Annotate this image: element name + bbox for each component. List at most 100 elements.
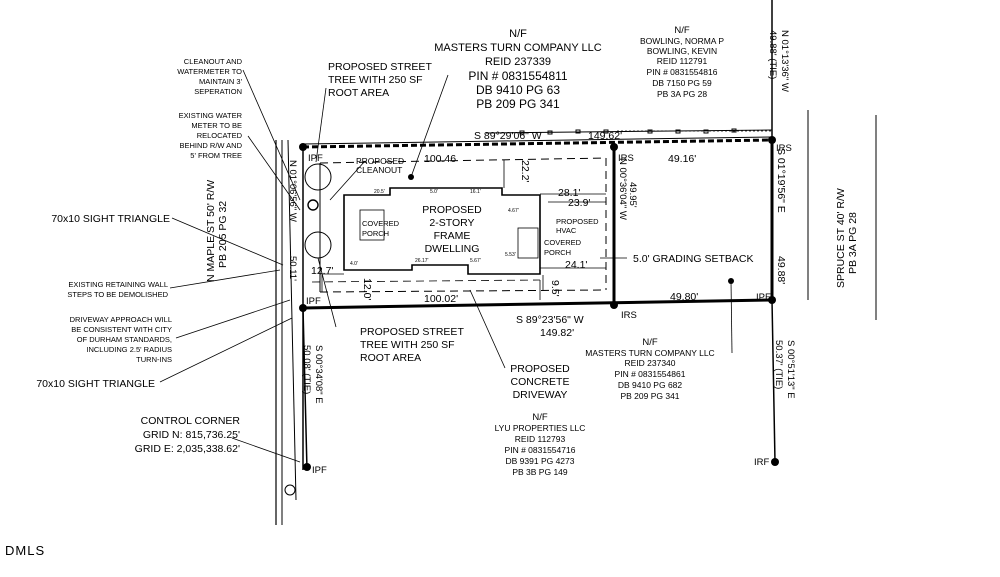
svg-text:TREE WITH 250 SF: TREE WITH 250 SF bbox=[328, 74, 423, 86]
svg-text:PROPOSED STREET: PROPOSED STREET bbox=[328, 61, 432, 73]
svg-text:DRIVEWAY: DRIVEWAY bbox=[513, 389, 568, 401]
svg-text:S 00°51'13" E: S 00°51'13" E bbox=[785, 340, 796, 399]
dist-9-5: 9.5' bbox=[549, 280, 561, 297]
east-owner: MASTERS TURN COMPANY LLC bbox=[585, 348, 714, 358]
dwelling-label: PROPOSED 2-STORY FRAME DWELLING bbox=[422, 204, 482, 255]
ne-pin: PIN # 0831554816 bbox=[647, 67, 718, 77]
south-pb: PB 3B PG 149 bbox=[512, 467, 568, 477]
svg-text:IRF: IRF bbox=[754, 457, 770, 468]
svg-text:OF DURHAM STANDARDS,: OF DURHAM STANDARDS, bbox=[77, 335, 172, 344]
svg-text:26.17': 26.17' bbox=[415, 258, 429, 264]
svg-text:50.08' (TIE): 50.08' (TIE) bbox=[301, 345, 312, 394]
svg-text:12.0': 12.0' bbox=[361, 278, 373, 300]
south-owner: LYU PROPERTIES LLC bbox=[495, 423, 586, 433]
svg-text:BEHIND R/W AND: BEHIND R/W AND bbox=[179, 141, 242, 150]
svg-text:N 01°06'56" W: N 01°06'56" W bbox=[287, 160, 298, 222]
svg-text:49.88': 49.88' bbox=[775, 256, 787, 284]
spruce-street-label: SPRUCE ST 40' R/W PB 3A PG 28 bbox=[835, 188, 859, 288]
north-neighbor-label: N/F MASTERS TURN COMPANY LLC REID 237339… bbox=[434, 28, 602, 111]
dist-12-7: 12.7' bbox=[311, 265, 333, 277]
covered-porch-right: COVERED PORCH bbox=[544, 238, 582, 257]
svg-text:PROPOSED: PROPOSED bbox=[556, 217, 599, 226]
north-line-bearing: S 89°29'06" W bbox=[474, 130, 542, 142]
east-pin: PIN # 0831554861 bbox=[615, 369, 686, 379]
hvac-label: PROPOSED HVAC bbox=[556, 217, 599, 235]
north-reid: REID 237339 bbox=[485, 56, 551, 68]
control-corner-grid-n: GRID N: 815,736.25' bbox=[143, 429, 240, 441]
north-owner: MASTERS TURN COMPANY LLC bbox=[434, 42, 602, 54]
callout-street-tree-top: PROPOSED STREET TREE WITH 250 SF ROOT AR… bbox=[328, 61, 432, 99]
property-lines bbox=[275, 0, 877, 525]
south-nf: N/F bbox=[532, 412, 548, 423]
svg-text:COVERED: COVERED bbox=[544, 238, 582, 247]
svg-text:IPF: IPF bbox=[306, 296, 321, 307]
svg-text:COVERED: COVERED bbox=[362, 219, 400, 228]
svg-text:METER TO BE: METER TO BE bbox=[191, 121, 242, 130]
svg-text:PORCH: PORCH bbox=[362, 229, 389, 238]
svg-text:EXISTING WATER: EXISTING WATER bbox=[179, 111, 243, 120]
ne-reid: REID 112791 bbox=[657, 56, 708, 66]
dist-north-west: 100.46 bbox=[424, 153, 456, 165]
dist-south-east: 49.80' bbox=[670, 291, 698, 303]
control-corner: CONTROL CORNER GRID N: 815,736.25' GRID … bbox=[135, 415, 241, 455]
svg-text:RELOCATED: RELOCATED bbox=[197, 131, 243, 140]
svg-text:PORCH: PORCH bbox=[544, 248, 571, 257]
east-nf: N/F bbox=[642, 337, 658, 348]
maple-street-name: N MAPLE ST 50' R/W bbox=[205, 180, 217, 282]
maple-street-ref: PB 205 PG 32 bbox=[217, 201, 229, 268]
east-pb: PB 209 PG 341 bbox=[620, 391, 679, 401]
dist-12-0: 12.0' bbox=[361, 278, 373, 300]
maple-line-bearing: N 01°06'56" W 50.11' bbox=[287, 160, 298, 281]
south-pin: PIN # 0831554716 bbox=[505, 445, 576, 455]
svg-text:BE CONSISTENT WITH CITY: BE CONSISTENT WITH CITY bbox=[71, 325, 172, 334]
svg-text:49.95': 49.95' bbox=[627, 182, 638, 208]
maple-street-label: N MAPLE ST 50' R/W PB 205 PG 32 bbox=[205, 180, 229, 282]
lot-east-bearing: S 01°19'56" E 49.88' bbox=[775, 148, 787, 284]
ne-db: DB 7150 PG 59 bbox=[652, 78, 712, 88]
svg-text:TREE WITH 250 SF: TREE WITH 250 SF bbox=[360, 339, 455, 351]
south-line-bearing: S 89°23'56" W bbox=[516, 314, 584, 326]
callout-water-meter: EXISTING WATER METER TO BE RELOCATED BEH… bbox=[179, 111, 243, 160]
monument-points bbox=[299, 136, 779, 471]
dist-22-2: 22.2' bbox=[519, 160, 531, 182]
svg-text:5.53': 5.53' bbox=[505, 252, 516, 258]
svg-text:22.2': 22.2' bbox=[519, 160, 531, 182]
svg-text:49.88' (TIE): 49.88' (TIE) bbox=[767, 30, 778, 79]
east-south-tie-bearing: S 00°51'13" E 50.37' (TIE) bbox=[773, 340, 796, 399]
dwelling-footprint bbox=[343, 187, 541, 275]
svg-text:50.37' (TIE): 50.37' (TIE) bbox=[773, 340, 784, 389]
svg-text:S 01°19'56" E: S 01°19'56" E bbox=[775, 148, 787, 213]
south-line-distance: 149.82' bbox=[540, 327, 574, 339]
svg-text:DWELLING: DWELLING bbox=[425, 243, 480, 255]
svg-text:IPF: IPF bbox=[756, 292, 771, 303]
driveway-outline bbox=[311, 279, 541, 300]
callout-proposed-cleanout: PROPOSED CLEANOUT bbox=[356, 156, 404, 175]
svg-text:PROPOSED: PROPOSED bbox=[356, 156, 404, 166]
east-tie-bearing: N 01°13'36" W 49.88' (TIE) bbox=[767, 30, 790, 92]
watermark: DMLS bbox=[5, 543, 45, 558]
svg-text:9.5': 9.5' bbox=[549, 280, 561, 297]
east-neighbor-label: N/F MASTERS TURN COMPANY LLC REID 237340… bbox=[585, 337, 714, 401]
north-line-distance: 149.62' bbox=[588, 130, 622, 142]
svg-text:50.11': 50.11' bbox=[287, 256, 298, 281]
south-db: DB 9391 PG 4273 bbox=[506, 456, 575, 466]
svg-text:2-STORY: 2-STORY bbox=[429, 217, 474, 229]
svg-text:ROOT AREA: ROOT AREA bbox=[328, 87, 389, 99]
svg-text:IRS: IRS bbox=[776, 143, 792, 154]
covered-porch-left: COVERED PORCH bbox=[362, 219, 400, 238]
dist-north-east: 49.16' bbox=[668, 153, 696, 165]
dist-24: 24.1' bbox=[565, 259, 587, 271]
svg-text:PROPOSED: PROPOSED bbox=[422, 204, 482, 216]
ne-owner2: BOWLING, KEVIN bbox=[647, 46, 717, 56]
north-pb: PB 209 PG 341 bbox=[476, 97, 560, 111]
dimension-lines bbox=[320, 160, 606, 292]
svg-text:16.1': 16.1' bbox=[470, 189, 481, 195]
callout-cleanout-water: CLEANOUT AND WATERMETER TO MAINTAIN 3' S… bbox=[177, 57, 242, 96]
svg-text:S 00°34'08" E: S 00°34'08" E bbox=[313, 345, 324, 404]
dist-south-west: 100.02' bbox=[424, 293, 458, 305]
north-pin: PIN # 0831554811 bbox=[468, 69, 568, 83]
svg-text:INCLUDING 2.5' RADIUS: INCLUDING 2.5' RADIUS bbox=[86, 345, 172, 354]
south-reid: REID 112793 bbox=[515, 434, 566, 444]
house-dimension-marks: 20.5' 5.0' 16.1' 4.67' 5.53' 5.67' 26.17… bbox=[350, 189, 519, 267]
svg-text:IRS: IRS bbox=[621, 310, 637, 321]
